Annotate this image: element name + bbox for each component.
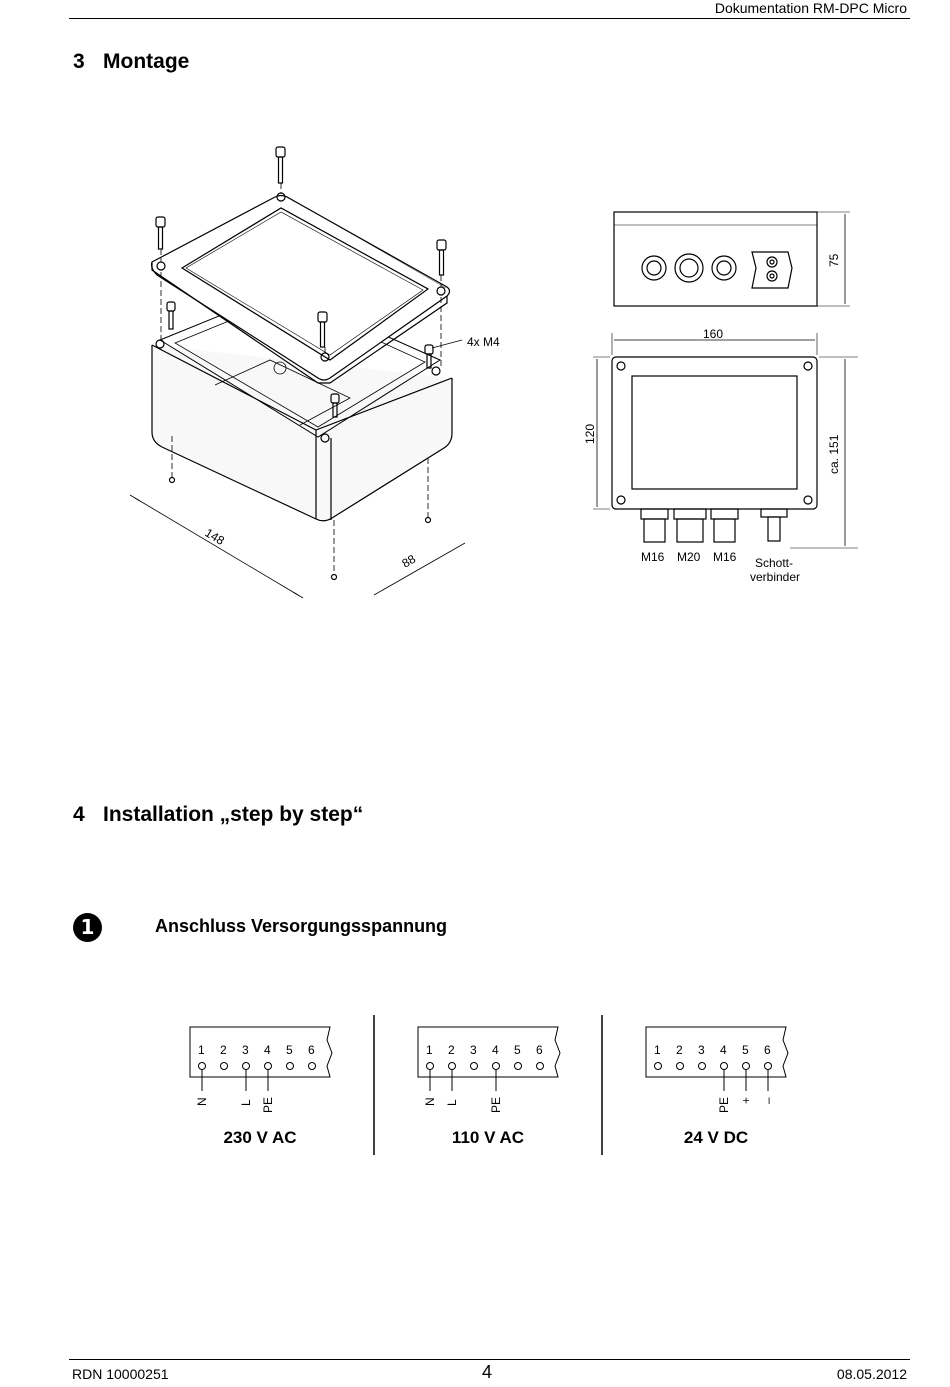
terminal-number: 5	[286, 1043, 293, 1057]
bulkhead-label-line2: verbinder	[750, 570, 800, 584]
dim-top-height: 120	[583, 424, 597, 444]
voltage-label: 24 V DC	[684, 1128, 748, 1147]
footer-page-number: 4	[482, 1362, 493, 1382]
terminal-number: 1	[426, 1043, 433, 1057]
isometric-enclosure	[129, 146, 466, 599]
terminal-number: 6	[536, 1043, 543, 1057]
header-rule	[69, 18, 910, 19]
dim-total-height: ca. 151	[827, 434, 841, 474]
screw-icon	[155, 146, 447, 418]
terminal-number: 4	[720, 1043, 727, 1057]
terminal-number: 3	[242, 1043, 249, 1057]
screw-label: 4x M4	[467, 335, 500, 349]
terminal-number: 5	[514, 1043, 521, 1057]
terminal-number: 6	[764, 1043, 771, 1057]
wire-labels: N L PE N L PE PE + –	[195, 1097, 775, 1113]
terminal-number: 2	[448, 1043, 455, 1057]
dim-width: 88	[400, 552, 419, 571]
wire-label: L	[445, 1099, 459, 1106]
voltage-label: 230 V AC	[223, 1128, 296, 1147]
terminal-number: 3	[698, 1043, 705, 1057]
terminal-number: 4	[492, 1043, 499, 1057]
terminal-number: 3	[470, 1043, 477, 1057]
terminal-number: 2	[220, 1043, 227, 1057]
voltage-label: 110 V AC	[452, 1128, 524, 1147]
section-4-number: 4	[73, 803, 85, 826]
gland-label-2: M20	[677, 550, 701, 564]
gland-label-1: M16	[641, 550, 665, 564]
wire-label: +	[739, 1097, 753, 1104]
dim-length: 148	[202, 526, 227, 548]
wire-label: PE	[717, 1097, 731, 1113]
side-view	[613, 211, 850, 307]
dim-top-width: 160	[703, 327, 723, 341]
step-badge-icon: 1	[73, 913, 102, 942]
wire-label: N	[195, 1097, 209, 1106]
wire-label: PE	[261, 1097, 275, 1113]
step-title: Anschluss Versorgungsspannung	[155, 916, 448, 936]
terminal-numbers: 1 2 3 4 5 6 1 2 3 4 5 6 1 2 3 4 5 6	[198, 1043, 771, 1057]
wiring-diagrams	[189, 1015, 789, 1155]
terminal-number: 1	[654, 1043, 661, 1057]
terminal-number: 6	[308, 1043, 315, 1057]
footer-rule	[69, 1359, 910, 1360]
footer-date: 08.05.2012	[836, 1366, 907, 1382]
wire-label: PE	[489, 1097, 503, 1113]
bulkhead-label-line1: Schott-	[755, 556, 793, 570]
section-4-title: Installation „step by step“	[103, 803, 364, 826]
dim-side-height: 75	[827, 253, 841, 267]
top-view	[593, 333, 858, 549]
wire-label: N	[423, 1097, 437, 1106]
section-4-heading: 4 Installation „step by step“	[73, 803, 363, 827]
section-3-heading: 3 Montage	[73, 50, 189, 74]
voltage-labels: 230 V AC 110 V AC 24 V DC	[223, 1128, 748, 1147]
wire-label: L	[239, 1099, 253, 1106]
gland-label-3: M16	[713, 550, 737, 564]
terminal-number: 5	[742, 1043, 749, 1057]
terminal-number: 1	[198, 1043, 205, 1057]
header-title: Dokumentation RM-DPC Micro	[714, 0, 907, 16]
terminal-number: 2	[676, 1043, 683, 1057]
section-3-number: 3	[73, 50, 85, 73]
footer-doc-id: RDN 10000251	[72, 1366, 169, 1382]
wire-label: –	[761, 1097, 775, 1104]
terminal-number: 4	[264, 1043, 271, 1057]
section-3-title: Montage	[103, 50, 190, 73]
